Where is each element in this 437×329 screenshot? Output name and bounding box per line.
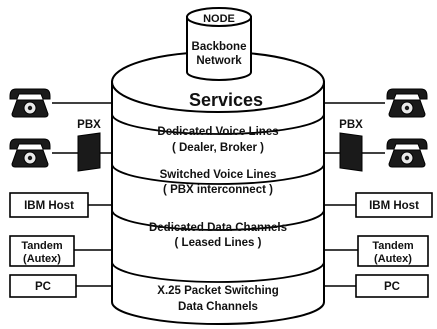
pbx-box-icon [339, 132, 363, 172]
layer-separator-2 [111, 163, 325, 185]
right-tandem-line1: Tandem [372, 240, 414, 252]
telephone-icon [9, 138, 51, 168]
right-tandem-box [357, 235, 429, 267]
layer-3-line2: ( Leased Lines ) [175, 237, 262, 249]
backbone-line2: Network [196, 55, 242, 67]
node-label: NODE [203, 13, 235, 25]
left-pc-box [9, 274, 77, 298]
layer-2-line2: ( PBX interconnect ) [163, 184, 273, 196]
telephone-icon [9, 88, 51, 118]
left-pbx-label: PBX [77, 119, 101, 131]
telephone-icon [386, 88, 428, 118]
left-tandem-line1: Tandem [21, 240, 63, 252]
right-ibm-host-label: IBM Host [369, 200, 419, 212]
layer-4-line2: Data Channels [178, 301, 258, 313]
services-cylinder [111, 51, 325, 325]
right-tandem-line2: (Autex) [374, 253, 412, 265]
left-ibm-host-box [9, 192, 89, 218]
right-devices: PBX IBM Host Tandem (Autex) PC [339, 88, 433, 298]
telephone-icon [386, 138, 428, 168]
layer-2-line1: Switched Voice Lines [160, 169, 277, 181]
left-devices: PBX IBM Host Tandem (Autex) PC [9, 88, 101, 298]
layer-4-line1: X.25 Packet Switching [157, 285, 278, 297]
node-cylinder: NODE Backbone Network [186, 7, 252, 81]
right-pbx-label: PBX [339, 119, 363, 131]
right-pc-box [355, 274, 429, 298]
left-ibm-host-label: IBM Host [24, 200, 74, 212]
backbone-line1: Backbone [192, 41, 247, 53]
left-tandem-line2: (Autex) [23, 253, 61, 265]
left-pc-label: PC [35, 281, 51, 293]
pbx-box-icon [77, 132, 101, 172]
layer-separator-1 [111, 113, 325, 135]
layer-separator-3 [111, 209, 325, 231]
layer-1-line2: ( Dealer, Broker ) [172, 142, 264, 154]
layer-1-line1: Dedicated Voice Lines [157, 126, 278, 138]
layer-3-line1: Dedicated Data Channels [149, 222, 287, 234]
layer-separator-4 [111, 261, 325, 283]
right-ibm-host-box [355, 192, 433, 218]
services-title: Services [189, 90, 263, 110]
left-tandem-box [9, 235, 75, 267]
right-pc-label: PC [384, 281, 400, 293]
